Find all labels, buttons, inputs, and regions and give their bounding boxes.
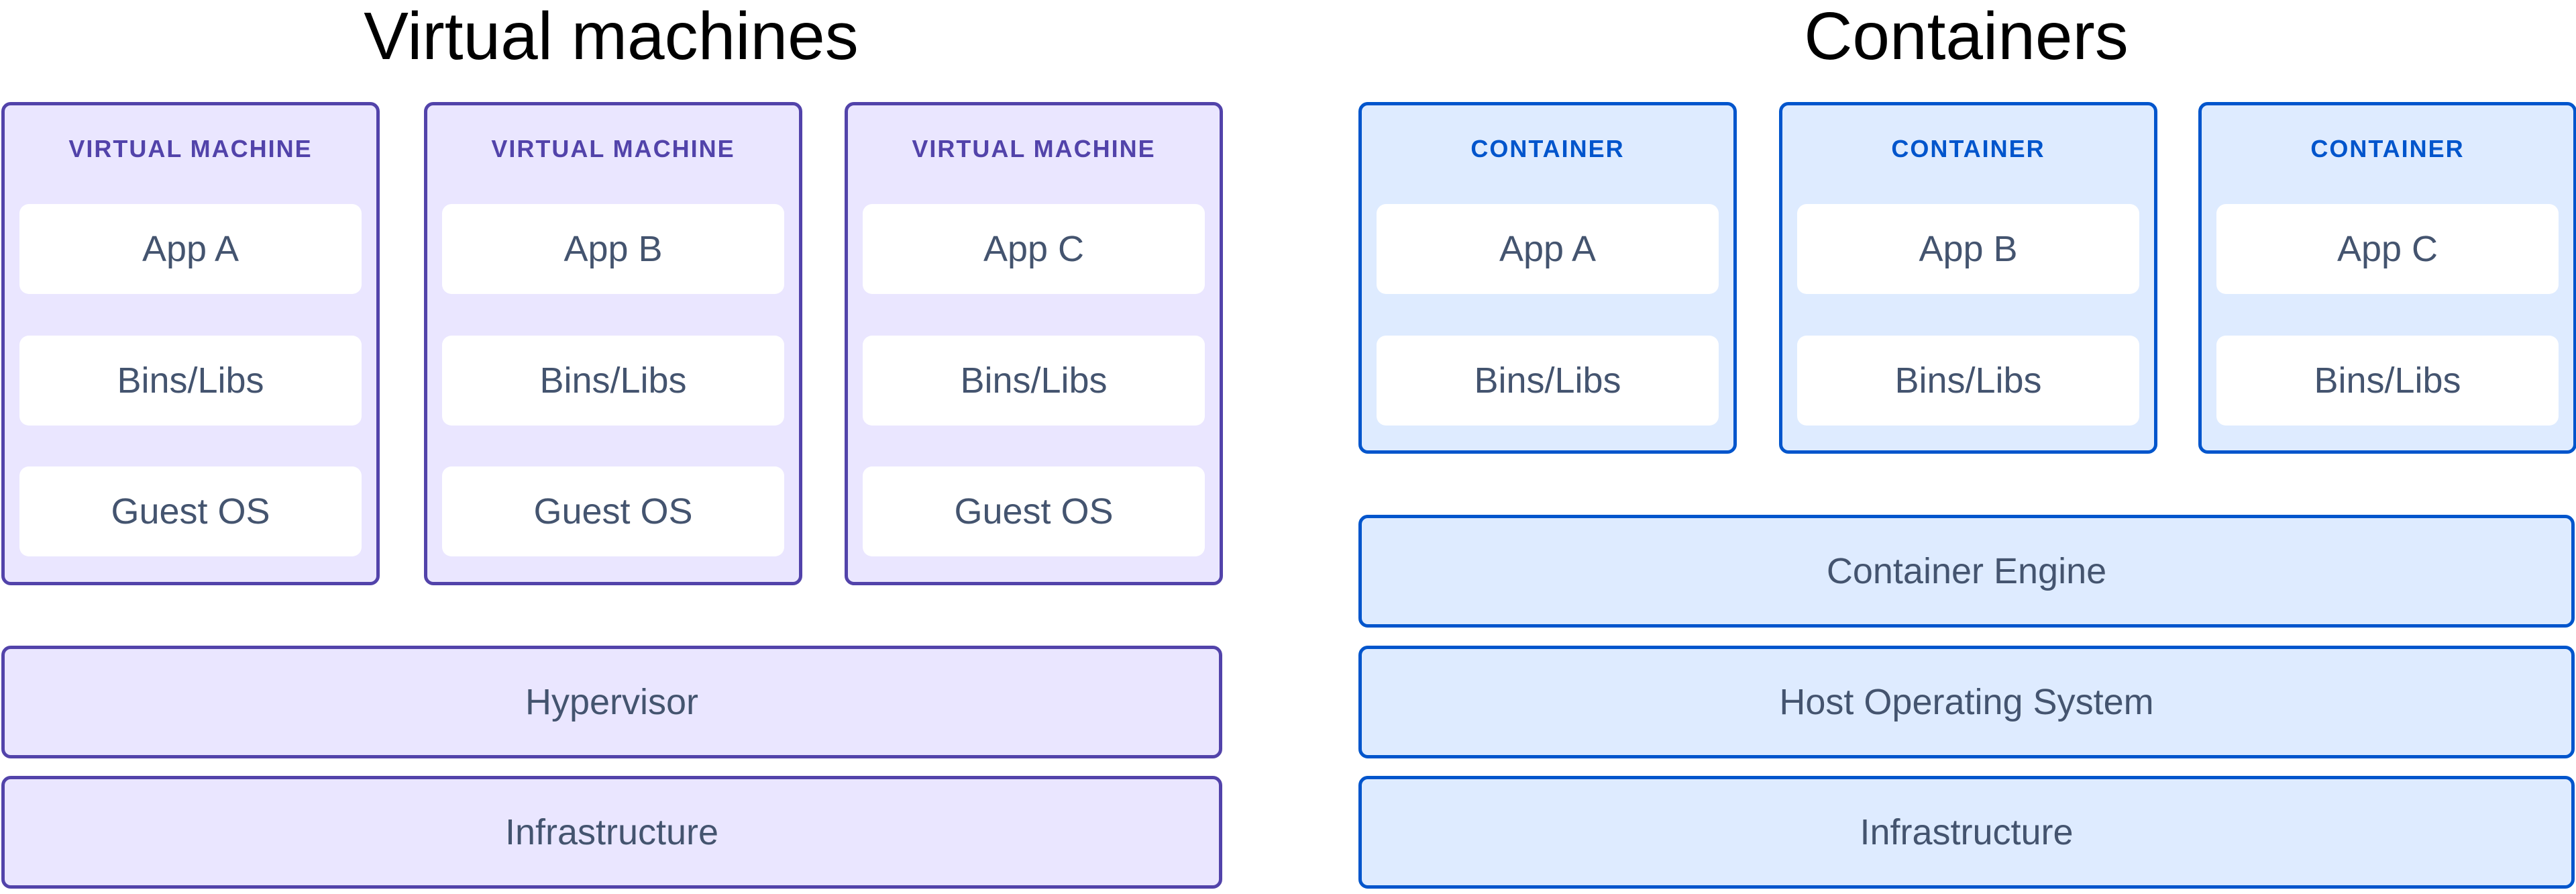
container-label: CONTAINER — [1470, 135, 1625, 162]
container-2: CONTAINER App B Bins/Libs — [1779, 102, 2157, 454]
vm-section-title: Virtual machines — [364, 0, 859, 74]
app-layer: App C — [863, 204, 1205, 294]
container-engine-layer: Container Engine — [1358, 515, 2575, 628]
container-1: CONTAINER App A Bins/Libs — [1358, 102, 1737, 454]
bins-libs-layer: Bins/Libs — [442, 336, 784, 426]
bins-libs-layer: Bins/Libs — [2216, 336, 2559, 426]
vm-label: VIRTUAL MACHINE — [912, 135, 1156, 162]
containers-section-title: Containers — [1804, 0, 2129, 74]
guest-os-layer: Guest OS — [863, 466, 1205, 556]
container-infrastructure-layer: Infrastructure — [1358, 776, 2575, 889]
hypervisor-layer: Hypervisor — [1, 646, 1222, 758]
bins-libs-layer: Bins/Libs — [1797, 336, 2139, 426]
container-3: CONTAINER App C Bins/Libs — [2198, 102, 2576, 454]
container-label: CONTAINER — [2310, 135, 2465, 162]
guest-os-layer: Guest OS — [442, 466, 784, 556]
virtual-machine-2: VIRTUAL MACHINE App B Bins/Libs Guest OS — [424, 102, 802, 585]
app-layer: App B — [1797, 204, 2139, 294]
vm-label: VIRTUAL MACHINE — [68, 135, 313, 162]
virtual-machine-1: VIRTUAL MACHINE App A Bins/Libs Guest OS — [1, 102, 380, 585]
container-label: CONTAINER — [1891, 135, 2045, 162]
app-layer: App B — [442, 204, 784, 294]
virtual-machine-3: VIRTUAL MACHINE App C Bins/Libs Guest OS — [845, 102, 1223, 585]
bins-libs-layer: Bins/Libs — [1377, 336, 1719, 426]
vm-infrastructure-layer: Infrastructure — [1, 776, 1222, 889]
app-layer: App C — [2216, 204, 2559, 294]
bins-libs-layer: Bins/Libs — [863, 336, 1205, 426]
vm-label: VIRTUAL MACHINE — [491, 135, 735, 162]
bins-libs-layer: Bins/Libs — [19, 336, 362, 426]
host-os-layer: Host Operating System — [1358, 646, 2575, 758]
app-layer: App A — [1377, 204, 1719, 294]
guest-os-layer: Guest OS — [19, 466, 362, 556]
app-layer: App A — [19, 204, 362, 294]
